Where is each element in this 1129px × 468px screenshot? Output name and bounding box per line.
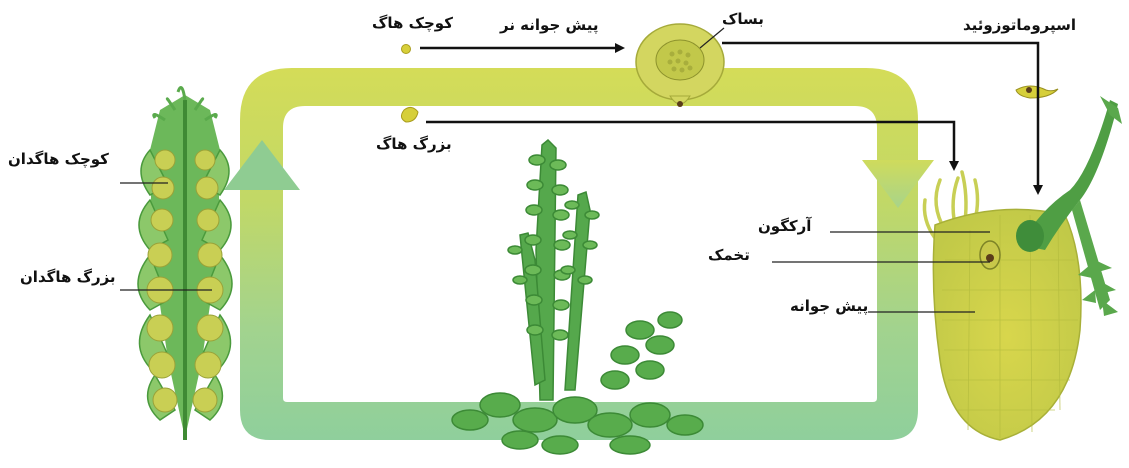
antheridium-label: بساک	[722, 10, 764, 28]
connector-arrows	[420, 43, 1038, 192]
microsporangium-label: کوچک هاگدان	[8, 150, 109, 168]
megaspore-shape	[401, 107, 418, 122]
archegonium-label: آرکگون	[758, 217, 811, 235]
megaspore-label: بزرگ هاگ	[376, 135, 452, 153]
egg-label: تخمک	[708, 246, 750, 264]
prothallus-label: پیش جوانه	[790, 297, 868, 315]
male-prothallus-label: پیش جوانه نر	[500, 16, 598, 34]
microspore-label: کوچک هاگ	[372, 14, 453, 32]
spermatozoid-label: اسپروماتوزوئید	[963, 16, 1076, 34]
microspore-dot	[402, 45, 411, 54]
strobilus-cone	[138, 88, 232, 441]
sporophyte-plant	[452, 140, 703, 454]
cycle-arrow-up	[224, 140, 300, 190]
megasporangium-label: بزرگ هاگدان	[20, 268, 116, 286]
